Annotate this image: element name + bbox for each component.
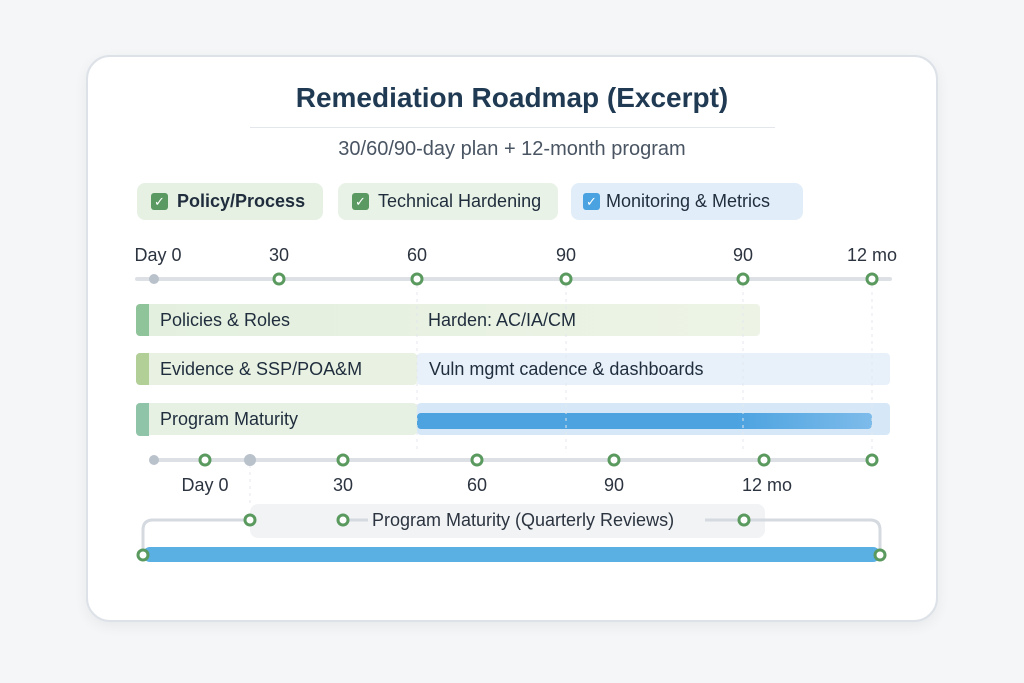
top-axis-label: 12 mo [846, 245, 898, 265]
bottom-axis-label: Day 0 [181, 475, 229, 495]
top-axis-label: 90 [732, 245, 754, 265]
row-label: Vuln mgmt cadence & dashboards [429, 359, 704, 379]
top-axis-label: Day 0 [134, 245, 182, 265]
checkbox-icon: ✓ [352, 193, 369, 210]
legend-policy-process[interactable]: ✓ Policy/Process [137, 183, 323, 220]
legend-label: Monitoring & Metrics [606, 191, 771, 211]
bottom-axis-label: 90 [603, 475, 625, 495]
row-policies-hardening [136, 304, 760, 336]
top-axis-label: 30 [268, 245, 290, 265]
row-accent [136, 403, 149, 436]
bottom-axis-label: 30 [332, 475, 354, 495]
program-maturity-progress [417, 413, 872, 429]
row-label: Policies & Roles [160, 310, 291, 330]
legend-label: Technical Hardening [378, 191, 542, 211]
legend-label: Policy/Process [177, 191, 306, 211]
program-maturity-label: Program Maturity (Quarterly Reviews) [372, 510, 675, 530]
checkbox-icon: ✓ [151, 193, 168, 210]
row-accent [136, 304, 149, 336]
subtitle: 30/60/90-day plan + 12-month program [338, 138, 686, 160]
row-label: Evidence & SSP/POA&M [160, 359, 363, 379]
top-axis-label: 90 [555, 245, 577, 265]
bottom-axis-label: 12 mo [741, 475, 793, 495]
legend-monitoring-metrics[interactable]: ✓ Monitoring & Metrics [571, 183, 803, 220]
row-evidence [136, 353, 417, 385]
row-label: Harden: AC/IA/CM [428, 310, 577, 330]
checkbox-icon: ✓ [583, 193, 600, 210]
row-program-maturity [136, 403, 417, 435]
row-label: Program Maturity [160, 409, 299, 429]
top-axis-label: 60 [406, 245, 428, 265]
bottom-axis-label: 60 [466, 475, 488, 495]
row-vuln-mgmt [417, 353, 890, 385]
legend-technical-hardening[interactable]: ✓ Technical Hardening [338, 183, 558, 220]
page-title: Remediation Roadmap (Excerpt) [295, 82, 729, 113]
title-divider [250, 127, 775, 128]
row-accent [136, 353, 149, 385]
